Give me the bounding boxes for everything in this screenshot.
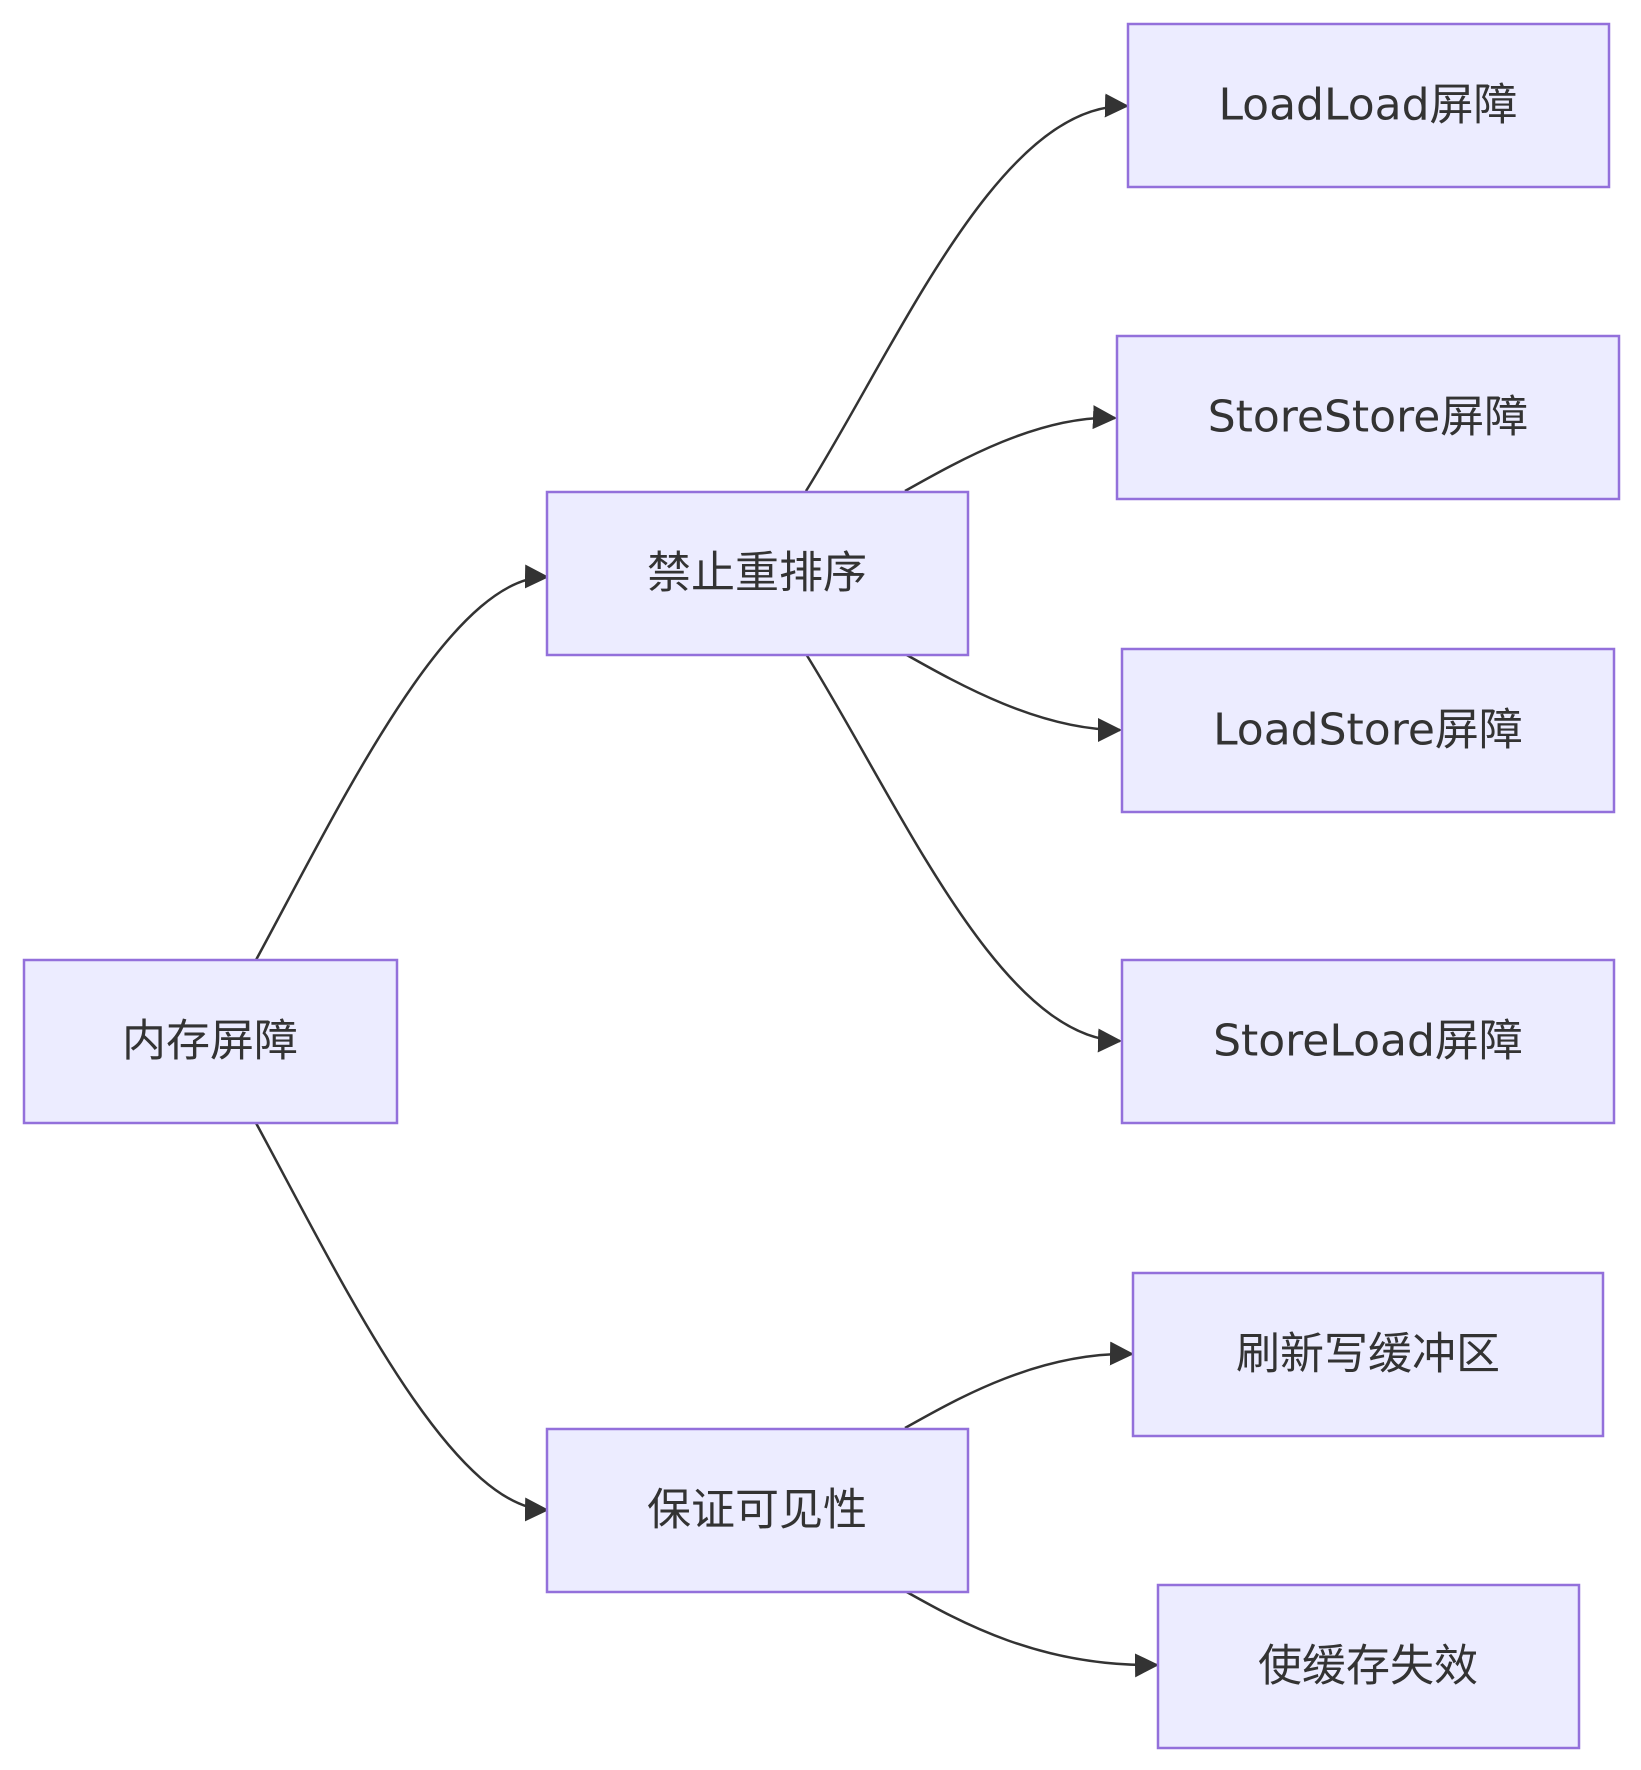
edge-root-to-reorder xyxy=(254,564,549,961)
edge-reorder-to-storestore xyxy=(904,405,1117,493)
node-flush-write-buffer-label: 刷新写缓冲区 xyxy=(1236,1329,1500,1380)
node-loadload-barrier-label: LoadLoad屏障 xyxy=(1218,80,1517,131)
node-flush-write-buffer: 刷新写缓冲区 xyxy=(1131,1271,1605,1438)
edge-reorder-to-loadload xyxy=(804,93,1129,492)
node-loadload-barrier: LoadLoad屏障 xyxy=(1126,22,1611,189)
edges xyxy=(254,93,1159,1678)
node-storeload-barrier-label: StoreLoad屏障 xyxy=(1213,1016,1523,1067)
edge-reorder-to-storeload xyxy=(804,653,1122,1053)
node-invalidate-cache-label: 使缓存失效 xyxy=(1258,1641,1478,1692)
node-memory-barrier-label: 内存屏障 xyxy=(122,1016,298,1067)
node-ensure-visibility: 保证可见性 xyxy=(545,1427,970,1594)
node-invalidate-cache: 使缓存失效 xyxy=(1156,1583,1581,1750)
node-loadstore-barrier: LoadStore屏障 xyxy=(1120,647,1616,814)
node-loadstore-barrier-label: LoadStore屏障 xyxy=(1213,705,1523,756)
node-prohibit-reordering: 禁止重排序 xyxy=(545,490,970,657)
node-memory-barrier: 内存屏障 xyxy=(22,958,399,1125)
edge-root-to-visibility xyxy=(254,1122,549,1522)
edge-reorder-to-loadstore xyxy=(904,652,1122,742)
node-storeload-barrier: StoreLoad屏障 xyxy=(1120,958,1616,1125)
edge-visibility-to-flush xyxy=(904,1341,1134,1430)
node-prohibit-reordering-label: 禁止重排序 xyxy=(647,548,867,599)
edge-visibility-to-invalidate xyxy=(904,1589,1159,1678)
node-ensure-visibility-label: 保证可见性 xyxy=(647,1485,867,1536)
node-storestore-barrier-label: StoreStore屏障 xyxy=(1208,392,1529,443)
node-storestore-barrier: StoreStore屏障 xyxy=(1115,334,1621,501)
